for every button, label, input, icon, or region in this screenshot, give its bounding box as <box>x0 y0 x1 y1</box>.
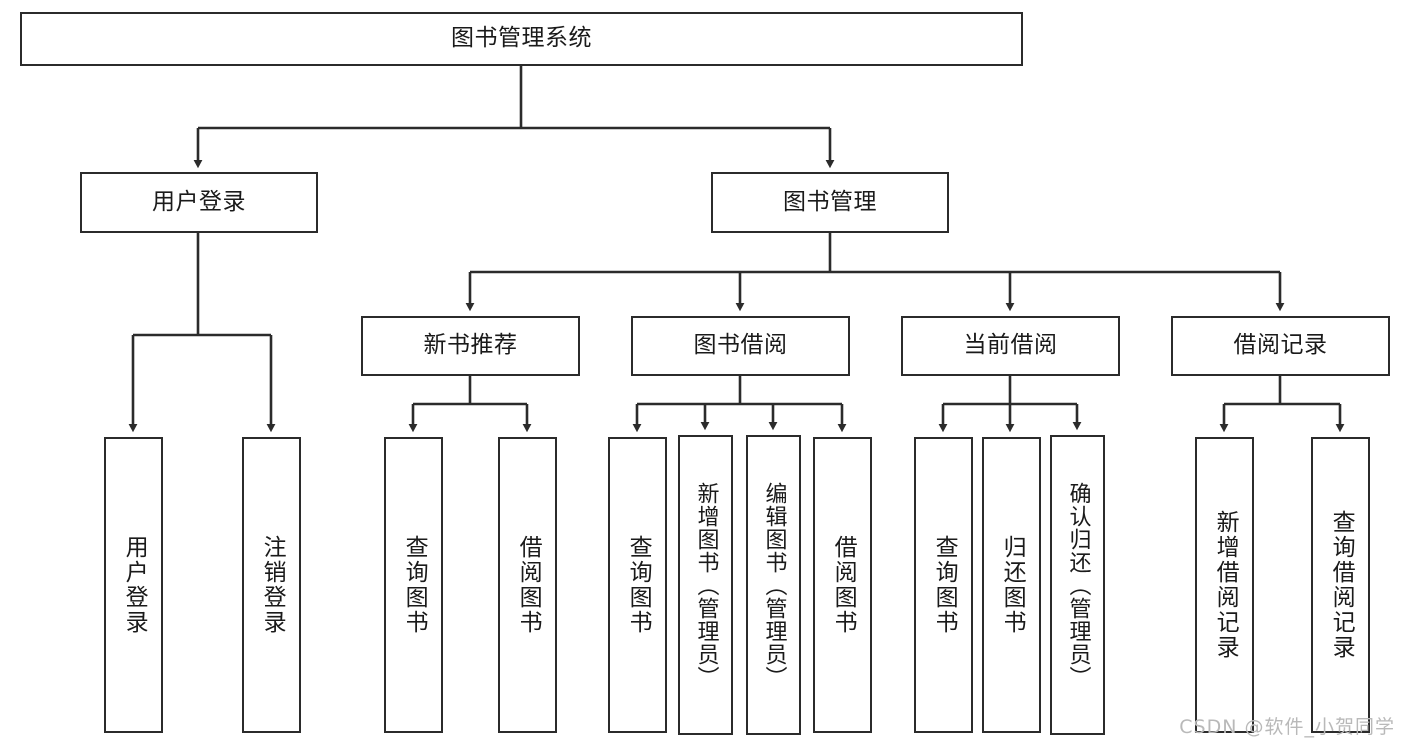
node-label: 编辑图书（管理员） <box>761 481 787 689</box>
node-current-borrow[interactable]: 当前借阅 <box>901 316 1120 376</box>
node-label: 查询图书 <box>625 535 652 635</box>
node-label: 用户登录 <box>152 188 246 215</box>
node-label: 当前借阅 <box>963 332 1058 359</box>
leaf-borrow-book-recommend[interactable]: 借阅图书 <box>498 437 557 733</box>
node-label: 查询借阅记录 <box>1328 510 1355 660</box>
leaf-edit-book-admin[interactable]: 编辑图书（管理员） <box>746 435 801 735</box>
leaf-query-book-recommend[interactable]: 查询图书 <box>384 437 443 733</box>
leaf-logout-login[interactable]: 注销登录 <box>242 437 301 733</box>
node-label: 查询图书 <box>401 535 428 635</box>
leaf-add-book-admin[interactable]: 新增图书（管理员） <box>678 435 733 735</box>
leaf-query-book-current[interactable]: 查询图书 <box>914 437 973 733</box>
node-label: 图书借阅 <box>693 332 788 359</box>
watermark-text: CSDN @软件_小贺同学 <box>1179 716 1395 738</box>
node-label: 新增借阅记录 <box>1212 510 1239 660</box>
node-user-login[interactable]: 用户登录 <box>80 172 318 233</box>
node-label: 注销登录 <box>259 535 286 635</box>
node-root-book-management-system[interactable]: 图书管理系统 <box>20 12 1023 66</box>
node-label: 借阅图书 <box>830 535 857 635</box>
leaf-query-book-borrow[interactable]: 查询图书 <box>608 437 667 733</box>
node-label: 图书管理 <box>783 188 877 215</box>
leaf-return-book[interactable]: 归还图书 <box>982 437 1041 733</box>
node-borrow-record[interactable]: 借阅记录 <box>1171 316 1390 376</box>
node-label: 新增图书（管理员） <box>693 481 719 689</box>
node-label: 确认归还（管理员） <box>1065 481 1091 689</box>
leaf-borrow-book-borrow[interactable]: 借阅图书 <box>813 437 872 733</box>
node-book-management[interactable]: 图书管理 <box>711 172 949 233</box>
leaf-add-borrow-record[interactable]: 新增借阅记录 <box>1195 437 1254 733</box>
node-label: 图书管理系统 <box>451 25 592 52</box>
node-book-borrow[interactable]: 图书借阅 <box>631 316 850 376</box>
node-label: 借阅图书 <box>515 535 542 635</box>
leaf-confirm-return-admin[interactable]: 确认归还（管理员） <box>1050 435 1105 735</box>
node-new-book-recommend[interactable]: 新书推荐 <box>361 316 580 376</box>
node-label: 新书推荐 <box>423 332 518 359</box>
node-label: 借阅记录 <box>1233 332 1328 359</box>
node-label: 归还图书 <box>999 535 1026 635</box>
node-label: 用户登录 <box>121 535 148 635</box>
leaf-user-login[interactable]: 用户登录 <box>104 437 163 733</box>
leaf-query-borrow-record[interactable]: 查询借阅记录 <box>1311 437 1370 733</box>
node-label: 查询图书 <box>931 535 958 635</box>
